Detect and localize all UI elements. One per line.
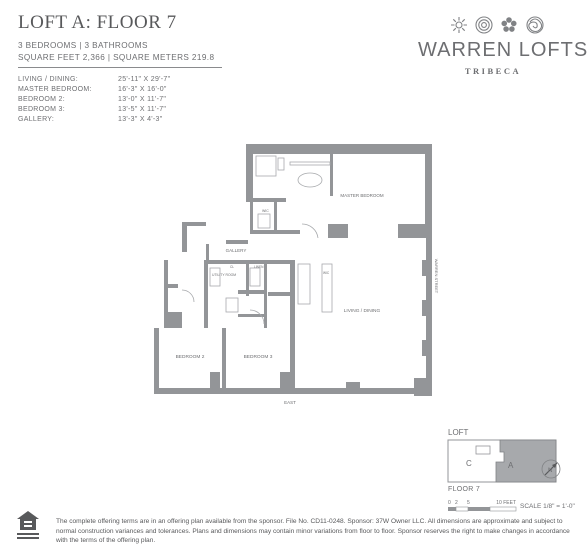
room-dims-gallery: 13'-3" X 4'-3": [118, 116, 163, 123]
north-arrow-icon: N: [541, 459, 561, 479]
scale-tick-2: 2: [455, 500, 458, 506]
room-dims-living: 25'-11" X 29'-7": [118, 76, 171, 83]
utility-room-label: UTILITY ROOM: [212, 273, 236, 277]
key-plan-label: LOFT: [448, 428, 469, 437]
key-unit-a: A: [508, 461, 514, 470]
key-plan-map: C A: [447, 439, 557, 483]
closet-label: CL: [230, 265, 234, 269]
plan-walls: [154, 144, 432, 396]
living-dining-label: LIVING / DINING: [344, 308, 381, 314]
scale-label: SCALE 1/8" = 1'-0": [520, 503, 575, 510]
bedroom-2-label: BEDROOM 2: [176, 354, 205, 360]
wic-label-master: WIC: [262, 209, 269, 213]
scale-tick-5: 5: [467, 500, 470, 506]
rose-icon: [526, 16, 544, 34]
room-dims-master: 16'-3" X 16'-0": [118, 86, 167, 93]
unit-area: SQUARE FEET 2,366 | SQUARE METERS 219.8: [18, 53, 215, 62]
equal-housing-icon: [17, 511, 39, 539]
floor-plan: MASTER BEDROOM WIC WIC GALLERY WARREN ST…: [154, 144, 439, 405]
sunburst-icon: [451, 17, 467, 33]
legal-disclaimer: The complete offering terms are in an of…: [56, 518, 570, 544]
room-dims-bedroom3: 13'-5" X 11'-7": [118, 106, 167, 113]
wic-label-living: WIC: [323, 271, 330, 275]
compass-label: N: [548, 468, 552, 474]
brand-neighborhood: TRIBECA: [464, 66, 522, 76]
gallery-label: GALLERY: [226, 248, 247, 253]
room-label-living: LIVING / DINING:: [18, 76, 79, 83]
room-label-gallery: GALLERY:: [18, 116, 55, 123]
room-label-bedroom3: BEDROOM 3:: [18, 106, 65, 113]
key-unit-c: C: [466, 459, 472, 468]
plan-fixtures: [181, 155, 333, 325]
master-bedroom-label: MASTER BEDROOM: [340, 193, 384, 198]
scale-tick-0: 0: [448, 500, 451, 506]
bedroom-3-label: BEDROOM 3: [244, 354, 273, 360]
key-unit-a-area: [495, 439, 557, 483]
unit-summary: 3 BEDROOMS | 3 BATHROOMS: [18, 41, 148, 50]
linen-label: LINEN: [254, 265, 264, 269]
scale-bar: 0 2 5 10 FEET: [448, 500, 517, 512]
brand-icon-row: [451, 16, 544, 34]
header-divider: [18, 67, 222, 68]
room-dims-bedroom2: 13'-0" X 11'-7": [118, 96, 167, 103]
warren-street-label: WARREN STREET: [434, 259, 439, 294]
target-icon: [475, 16, 493, 34]
key-plan-floor: FLOOR 7: [448, 486, 481, 493]
east-label: EAST: [284, 400, 296, 405]
page-title: LOFT A: FLOOR 7: [18, 12, 177, 33]
room-label-bedroom2: BEDROOM 2:: [18, 96, 65, 103]
flower-icon: [501, 17, 517, 32]
brand-name: WARREN LOFTS: [418, 39, 588, 61]
scale-tick-end: 10 FEET: [496, 500, 516, 506]
room-label-master: MASTER BEDROOM:: [18, 86, 92, 93]
